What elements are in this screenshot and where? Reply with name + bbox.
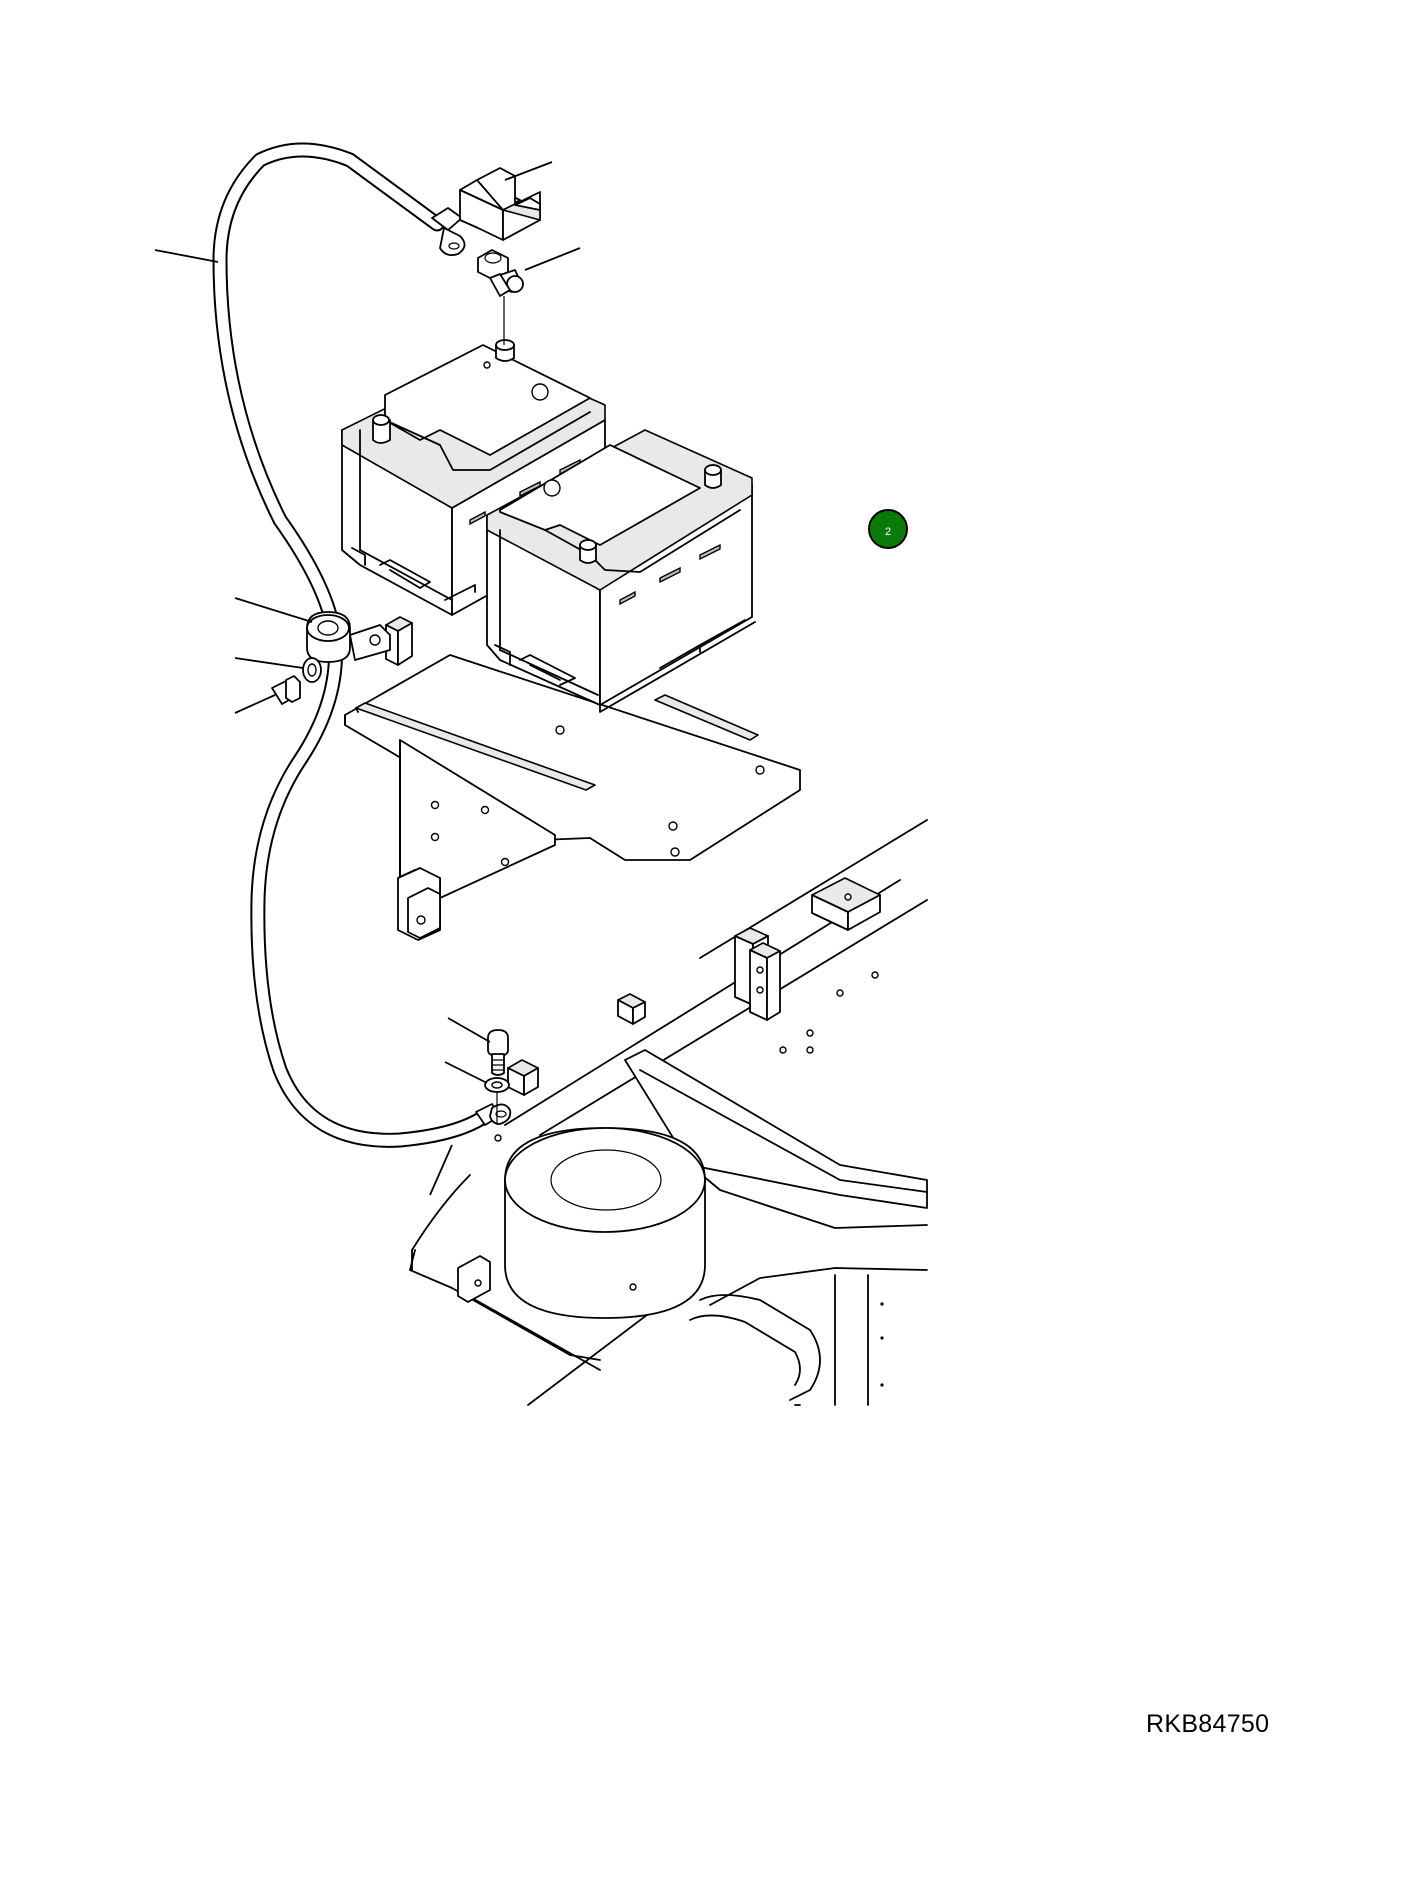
hotspot-badge-label: 2: [885, 526, 891, 538]
bolt-upper: [271, 675, 301, 705]
leader-terminal-clamp: [524, 247, 581, 271]
washer-lower: [484, 1077, 510, 1142]
battery-front: [486, 429, 756, 713]
leader-cable: [154, 249, 219, 263]
leader-washer-upper: [234, 657, 304, 669]
terminal-clamp: [477, 249, 524, 345]
washer-upper: [302, 657, 322, 683]
bolt-lower: [487, 1029, 509, 1076]
cable-clamp: [306, 611, 391, 663]
leader-bolt-upper: [234, 694, 276, 714]
terminal-cover: [459, 167, 541, 241]
leader-lines: [154, 161, 581, 1196]
hotspot-badge-circle[interactable]: [868, 509, 908, 549]
battery-ground-cable: [212, 142, 512, 1148]
revolving-frame: [409, 819, 928, 1406]
hotspot-badge-2[interactable]: 2: [868, 509, 908, 549]
battery-tray: [344, 616, 801, 941]
drawing-reference-code: RKB84750: [1146, 1710, 1270, 1738]
leader-terminal-cover: [504, 161, 553, 181]
leader-washer-lower: [444, 1061, 488, 1084]
leader-bolt-lower: [447, 1017, 491, 1043]
leader-frame: [429, 1144, 453, 1196]
leader-cable-clamp: [234, 597, 313, 623]
